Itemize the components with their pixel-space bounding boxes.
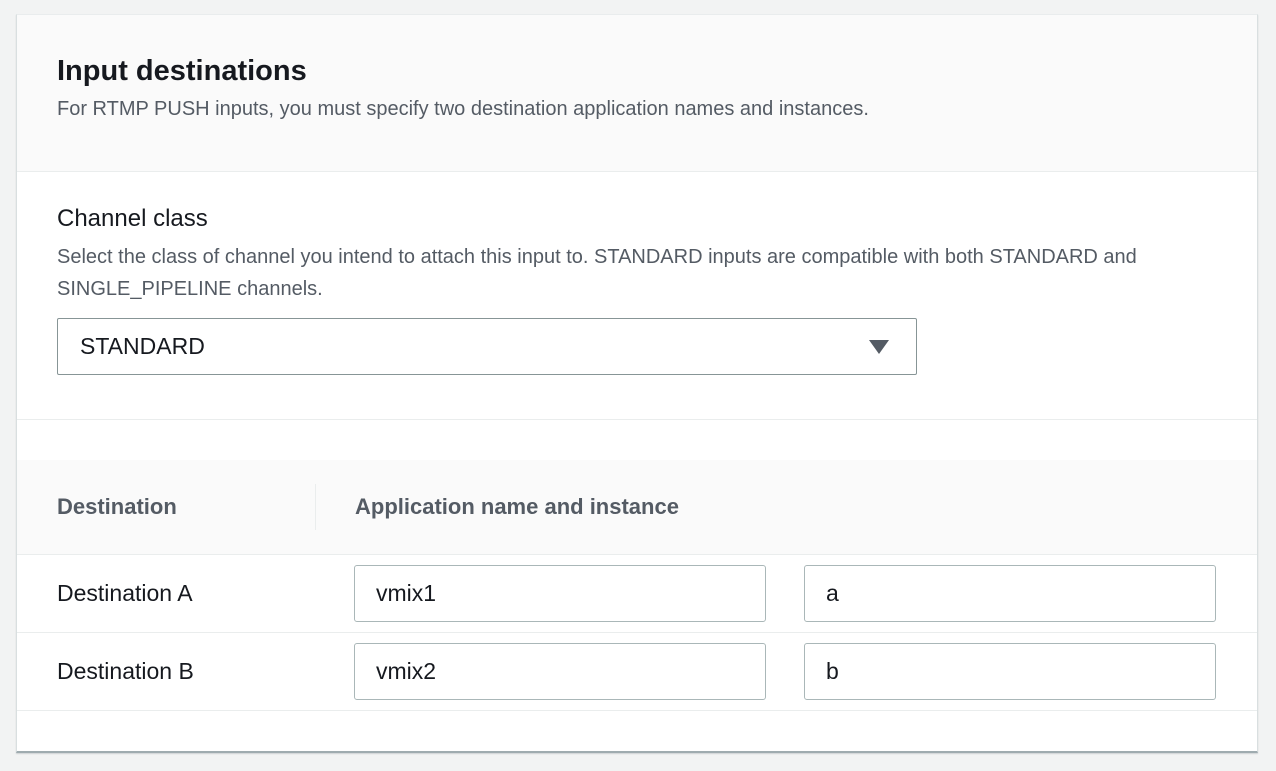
column-header-application: Application name and instance xyxy=(355,494,679,519)
page-title: Input destinations xyxy=(57,55,307,87)
table-row-destination-b: Destination B xyxy=(17,633,1257,711)
section-spacer xyxy=(17,420,1257,460)
caret-down-icon xyxy=(869,339,889,354)
destination-a-app-name-input[interactable] xyxy=(354,565,766,622)
input-destinations-panel: Input destinations For RTMP PUSH inputs,… xyxy=(16,14,1258,753)
channel-class-label: Channel class xyxy=(57,205,208,232)
destination-b-instance-input[interactable] xyxy=(804,643,1216,700)
destination-b-app-name-input[interactable] xyxy=(354,643,766,700)
column-divider xyxy=(315,484,316,530)
destination-b-label: Destination B xyxy=(57,658,194,684)
destination-a-label: Destination A xyxy=(57,580,193,606)
channel-class-select[interactable]: STANDARD xyxy=(57,318,917,375)
panel-description: For RTMP PUSH inputs, you must specify t… xyxy=(57,98,869,121)
table-header-row: Destination Application name and instanc… xyxy=(17,460,1257,555)
channel-class-description: Select the class of channel you intend t… xyxy=(57,246,1137,300)
destination-a-instance-input[interactable] xyxy=(804,565,1216,622)
destinations-table: Destination Application name and instanc… xyxy=(17,460,1257,711)
panel-header: Input destinations For RTMP PUSH inputs,… xyxy=(17,15,1257,172)
channel-class-selected-value: STANDARD xyxy=(80,333,205,359)
channel-class-section: Channel class Select the class of channe… xyxy=(17,172,1257,420)
panel-footer-spacer xyxy=(17,711,1257,751)
table-row-destination-a: Destination A xyxy=(17,555,1257,633)
column-header-destination: Destination xyxy=(57,494,177,519)
